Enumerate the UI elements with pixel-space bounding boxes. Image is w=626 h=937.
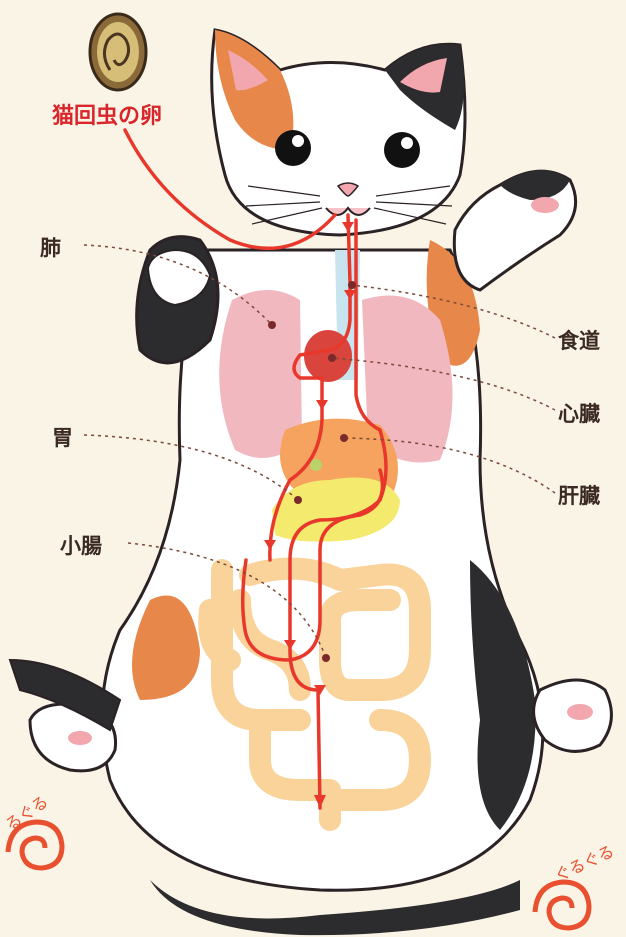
egg-label: 猫回虫の卵 [52, 98, 162, 130]
left-eye-highlight [292, 135, 304, 147]
right-paw-pad [531, 197, 559, 213]
gallbladder [310, 459, 322, 471]
esophagus-label: 食道 [558, 325, 600, 355]
right-eye-highlight [401, 137, 413, 149]
roundworm-egg [90, 14, 146, 90]
spiral-right [535, 882, 589, 928]
lung-label: 肺 [40, 232, 61, 262]
left-eye [275, 130, 311, 166]
liver-label: 肝臓 [558, 480, 600, 510]
small-intestine-label: 小腸 [60, 530, 102, 560]
right-foot-pad [567, 704, 593, 720]
heart-label: 心臓 [558, 398, 600, 428]
left-foot-pad [68, 731, 92, 745]
stomach-label: 胃 [52, 422, 73, 452]
right-eye [384, 132, 420, 168]
